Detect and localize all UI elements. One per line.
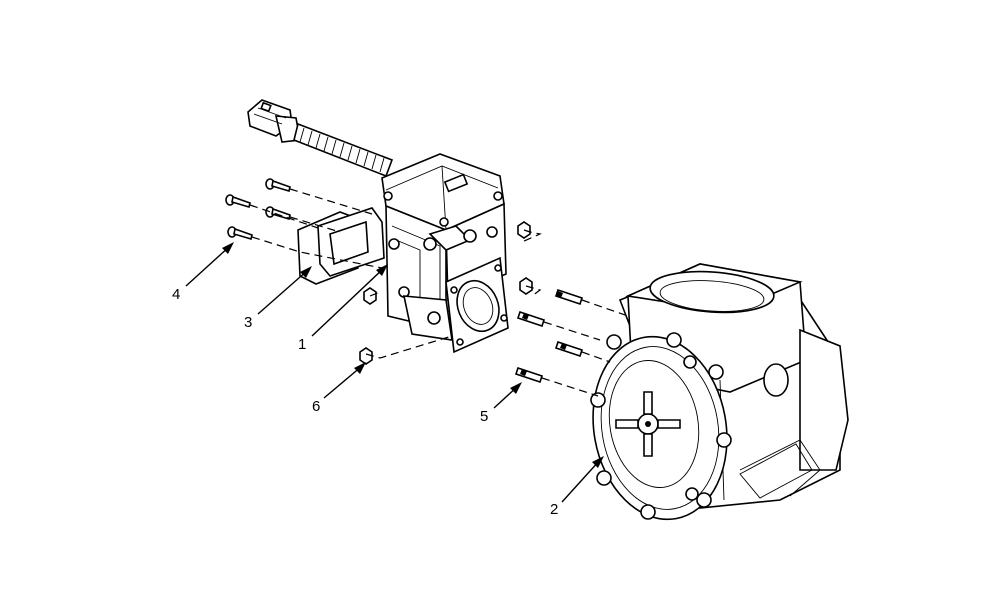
valve-body [590,263,849,521]
callout-2: 2 [550,501,559,518]
conduit [293,122,394,178]
assembly-lines [249,188,629,397]
leader-lines [185,242,604,503]
studs [514,288,584,384]
callout-6: 6 [312,398,321,415]
callout-5: 5 [480,408,489,425]
callout-3: 3 [244,314,253,331]
screws [225,178,291,241]
actuator-assembly [381,153,509,354]
adapter-plate [297,207,385,285]
callout-1: 1 [298,336,307,353]
callout-4: 4 [172,286,181,303]
wire-harness-connector [247,99,301,143]
